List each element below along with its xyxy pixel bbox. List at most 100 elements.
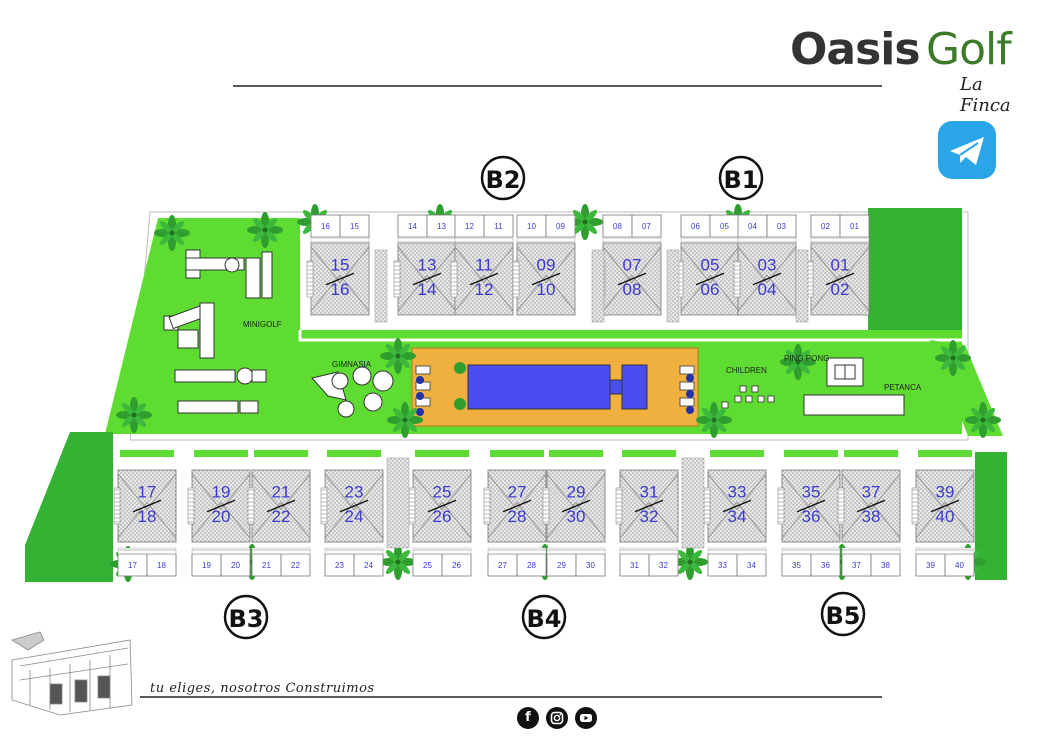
youtube-icon[interactable] (575, 707, 597, 729)
bottom-unit-label-lower: 28 (508, 507, 527, 526)
hedge (844, 450, 898, 457)
top-front-label-left: 10 (527, 222, 536, 231)
top-front-label-right: 15 (350, 222, 359, 231)
bottom-unit-label-upper: 35 (802, 482, 821, 501)
oasis-golf-logo: Oasis Golf La Finca (790, 24, 1030, 116)
hedge (415, 450, 469, 457)
top-front-label-right: 03 (777, 222, 786, 231)
bottom-unit-label-lower: 40 (936, 507, 955, 526)
bottom-unit-label-lower: 32 (640, 507, 659, 526)
children-play-area (721, 385, 775, 409)
pool (467, 364, 611, 410)
top-unit-label-upper: 03 (758, 255, 777, 274)
hedge (490, 450, 544, 457)
hedge (327, 450, 381, 457)
minigolf-course (163, 249, 273, 414)
ping-pong-table (826, 357, 864, 387)
bottom-unit-label-upper: 21 (272, 482, 291, 501)
walkway (374, 249, 388, 323)
top-unit-label-lower: 06 (701, 280, 720, 299)
bottom-front-label-left: 21 (262, 561, 271, 570)
hedge (710, 450, 764, 457)
bottom-unit-label-upper: 25 (433, 482, 452, 501)
bottom-unit-label-lower: 22 (272, 507, 291, 526)
top-front-label-left: 14 (408, 222, 417, 231)
badge-b3: B3 (223, 594, 269, 640)
top-front-label-right: 07 (642, 222, 651, 231)
bottom-front-label-right: 36 (821, 561, 830, 570)
badge-b2: B2 (480, 155, 526, 201)
bottom-front-label-right: 30 (586, 561, 595, 570)
bottom-front-label-left: 37 (852, 561, 861, 570)
top-unit-label-lower: 04 (758, 280, 777, 299)
bottom-unit-label-upper: 17 (138, 482, 157, 501)
svg-text:B5: B5 (826, 602, 861, 630)
top-unit-label-upper: 01 (831, 255, 850, 274)
top-unit-label-lower: 10 (537, 280, 556, 299)
logo-subtitle: La Finca (960, 74, 1011, 116)
badge-b4: B4 (521, 594, 567, 640)
facebook-icon[interactable]: f (517, 707, 539, 729)
bottom-front-label-left: 31 (630, 561, 639, 570)
bottom-unit-label-lower: 38 (862, 507, 881, 526)
bottom-front-label-right: 38 (881, 561, 890, 570)
top-front-label-left: 06 (691, 222, 700, 231)
top-front-label-right: 01 (850, 222, 859, 231)
top-unit-label-lower: 02 (831, 280, 850, 299)
bottom-front-label-right: 24 (364, 561, 373, 570)
top-unit-label-lower: 14 (418, 280, 437, 299)
top-front-label-right: 13 (437, 222, 446, 231)
bottom-front-label-right: 26 (452, 561, 461, 570)
walkway (795, 249, 809, 323)
bottom-front-label-left: 29 (557, 561, 566, 570)
top-unit-label-upper: 15 (331, 255, 350, 274)
top-unit-label-upper: 13 (418, 255, 437, 274)
top-unit-label-upper: 05 (701, 255, 720, 274)
bottom-unit-label-upper: 27 (508, 482, 527, 501)
hedge (549, 450, 603, 457)
badge-b1: B1 (718, 155, 764, 201)
bottom-front-label-left: 27 (498, 561, 507, 570)
top-unit-label-lower: 12 (475, 280, 494, 299)
telegram-icon[interactable] (938, 121, 996, 179)
bottom-unit-27-28: 27 28 27 28 (483, 469, 547, 577)
label-petanca: PETANCA (884, 383, 922, 392)
hedge (918, 450, 972, 457)
bottom-front-label-left: 35 (792, 561, 801, 570)
bottom-front-label-left: 25 (423, 561, 432, 570)
bottom-front-label-right: 40 (955, 561, 964, 570)
bottom-unit-label-lower: 26 (433, 507, 452, 526)
bottom-unit-label-upper: 37 (862, 482, 881, 501)
top-front-label-right: 11 (494, 222, 503, 231)
bottom-front-label-right: 18 (157, 561, 166, 570)
top-unit-13-14: 13 14 14 13 (393, 214, 457, 316)
instagram-icon[interactable] (546, 707, 568, 729)
top-unit-label-lower: 08 (623, 280, 642, 299)
bottom-unit-label-upper: 33 (728, 482, 747, 501)
bottom-front-label-left: 39 (926, 561, 935, 570)
top-front-label-right: 09 (556, 222, 565, 231)
bottom-unit-label-lower: 34 (728, 507, 747, 526)
hedge (254, 450, 308, 457)
bottom-front-label-right: 20 (231, 561, 240, 570)
green-corner-ne (868, 208, 962, 330)
sun-loungers (415, 365, 695, 416)
top-unit-label-upper: 07 (623, 255, 642, 274)
gym-equipment (311, 366, 394, 418)
hedge (120, 450, 174, 457)
bottom-front-label-right: 28 (527, 561, 536, 570)
svg-text:B1: B1 (724, 166, 759, 194)
label-pingpong: PING PONG (784, 354, 829, 363)
